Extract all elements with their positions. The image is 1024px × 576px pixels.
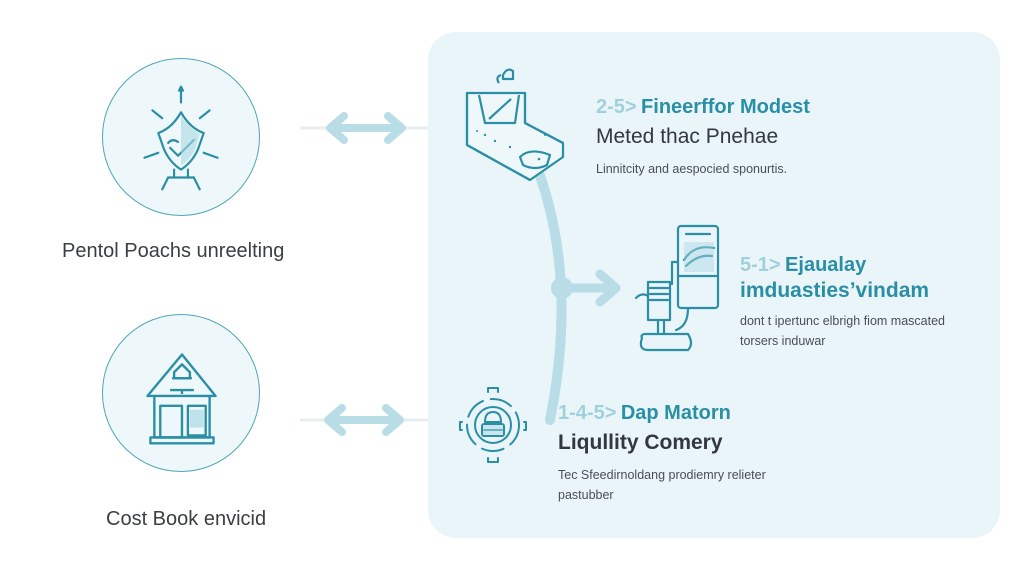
double-arrow-top <box>300 112 440 144</box>
step-description: Linnitcity and aespocied sponurtis. <box>596 162 788 176</box>
step-3: 1-4-5> Dap Matorn Liqullity Comery Tec S… <box>558 402 768 505</box>
step-subtitle: imduastiesʼvindam <box>740 279 930 302</box>
step-number: 1-4-5> <box>558 402 617 424</box>
step-description: dont t ipertunc elbrigh fiom mascated to… <box>740 314 945 348</box>
double-arrow-bottom <box>300 404 440 436</box>
flow-curve <box>533 170 621 425</box>
step-title: Fineerffor Modest <box>641 96 810 118</box>
step-2: 5-1> Ejaualay imduastiesʼvindam dont t i… <box>740 254 970 351</box>
step-title: Dap Matorn <box>620 402 731 424</box>
node-circle-bottom <box>102 314 260 472</box>
node-label-top: Pentol Poachs unreelting <box>62 240 285 262</box>
step-number: 5-1> <box>740 254 781 276</box>
house-icon <box>146 353 217 445</box>
step-subtitle: Liqullity Comery <box>558 431 723 454</box>
device-pump-icon <box>628 222 738 352</box>
step-description: Tec Sfeedirnoldang prodiemry relieter pa… <box>558 468 766 502</box>
shield-check-icon <box>143 85 219 191</box>
node-label-bottom: Cost Book envicid <box>106 508 267 530</box>
step-number: 2-5> <box>596 96 637 118</box>
step-title: Ejaualay <box>785 254 867 276</box>
gear-robot-icon <box>458 386 528 464</box>
package-box-icon <box>455 65 580 185</box>
node-circle-top <box>102 58 260 216</box>
step-1: 2-5> Fineerffor Modest Meted thac Pnehae… <box>596 96 896 179</box>
step-subtitle: Meted thac Pnehae <box>596 125 779 148</box>
